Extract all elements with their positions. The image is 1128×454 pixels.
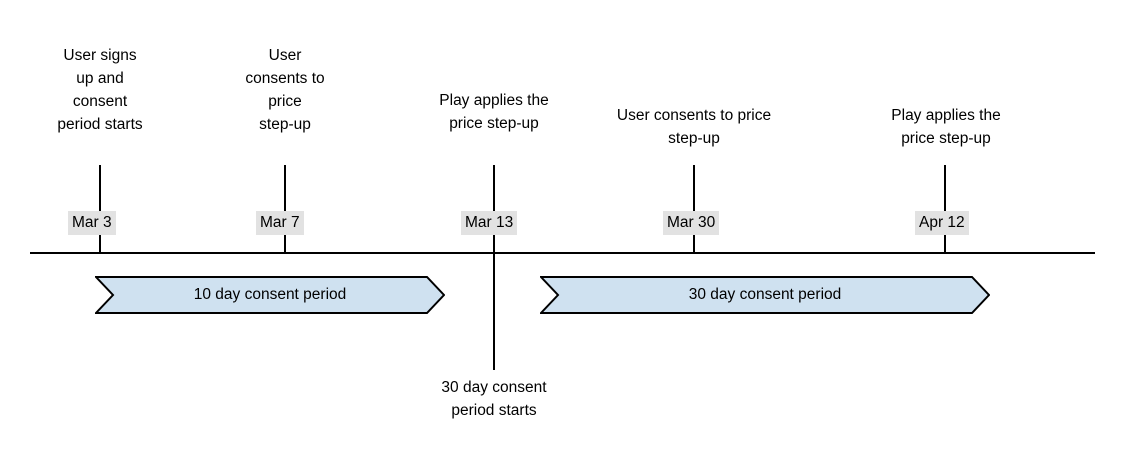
event-below-label-3: 30 day consent period starts [441,379,547,419]
consent-period-banner-2: 30 day consent period [540,276,990,314]
event-tick-3-above [493,165,495,253]
event-label-2: User consents to price step-up [245,47,325,133]
event-label-5: Play applies the price step-up [891,107,1001,147]
date-chip-5: Apr 12 [915,211,969,235]
date-chip-2: Mar 7 [256,211,304,235]
event-label-3: Play applies the price step-up [439,92,549,132]
date-chip-1: Mar 3 [68,211,116,235]
event-tick-3-below [493,253,495,370]
timeline-axis [30,252,1095,254]
chevron-shape-icon [540,276,990,314]
consent-period-banner-1-label: 10 day consent period [193,286,347,303]
event-tick-2 [284,165,286,253]
date-chip-4: Mar 30 [663,211,720,235]
event-tick-5 [944,165,946,253]
event-label-1: User signs up and consent period starts [57,47,143,133]
date-chip-3: Mar 13 [461,211,518,235]
event-tick-1 [99,165,101,253]
chevron-shape-icon [95,276,445,314]
event-label-4: User consents to price step-up [616,107,772,147]
event-tick-4 [693,165,695,253]
consent-period-banner-1: 10 day consent period [95,276,445,314]
consent-period-banner-2-label: 30 day consent period [688,286,842,303]
